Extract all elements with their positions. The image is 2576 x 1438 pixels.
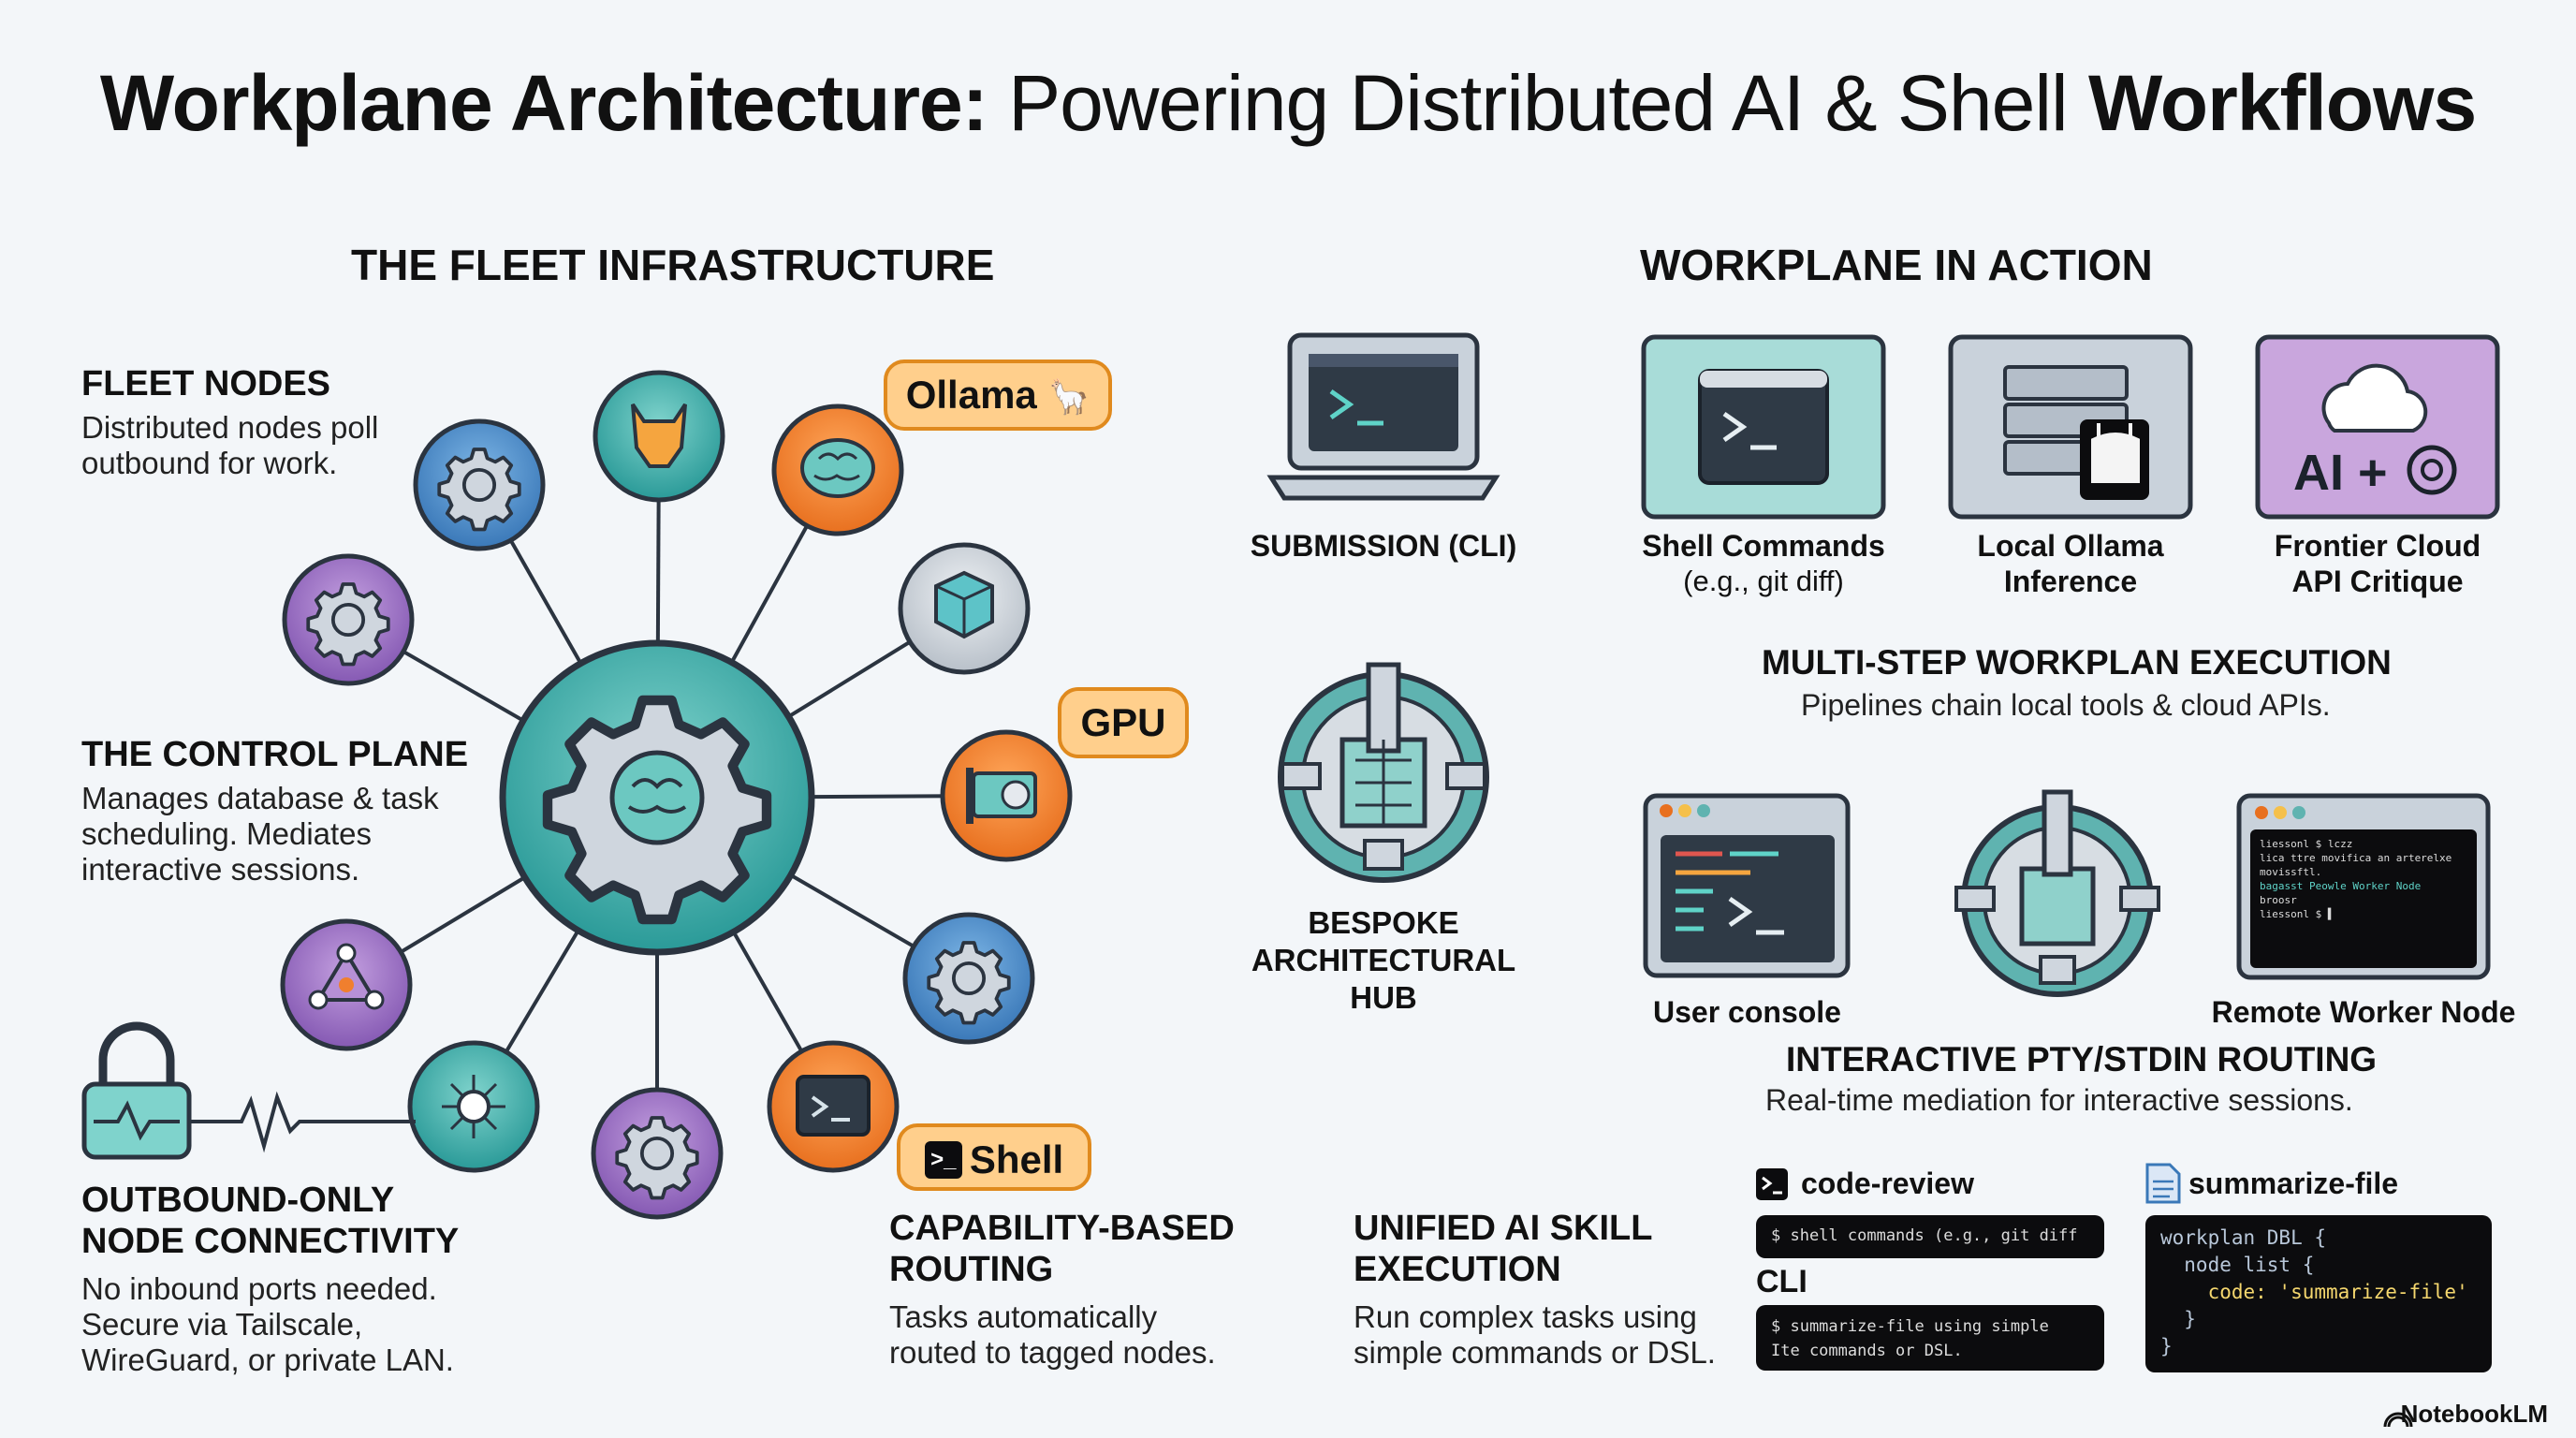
code-review-box: $ shell commands (e.g., git diff [1756,1215,2104,1258]
multistep-title: MULTI-STEP WORKPLAN EXECUTION [1762,643,2392,682]
fleet-nodes-title: FLEET NODES [81,364,331,404]
worker-terminal-text: liessonl $ lczz lica ttre movifica an art… [2260,837,2471,961]
laptop-icon [1266,332,1500,501]
submission-label: SUBMISSION (CLI) [1250,529,1517,563]
hub-label: BESPOKE ARCHITECTURAL HUB [1251,905,1516,1015]
node-network-purple [280,918,413,1051]
worker-terminal-line: lica ttre movifica an arterelxe [2260,852,2452,864]
node-shell [767,1040,900,1173]
lock-icon [81,1021,192,1160]
control-plane-title: THE CONTROL PLANE [81,735,469,774]
routing-title: CAPABILITY-BASED ROUTING [889,1209,1235,1289]
architectural-hub-icon [1278,662,1489,883]
dsl-line: } [2160,1335,2173,1357]
node-cube [898,542,1031,675]
outbound-text: No inbound ports needed. Secure via Tail… [81,1271,454,1377]
dsl-line: node list { [2160,1254,2315,1276]
worker-terminal-line: liessonl $ ▌ [2260,908,2334,920]
outbound-title: OUTBOUND-ONLY NODE CONNECTIVITY [81,1181,460,1261]
title-bold-end: Workflows [2088,59,2477,147]
card-shell-label: Shell Commands [1642,529,1885,563]
title-regular: Powering Distributed AI & Shell [1008,59,2069,147]
node-gpu [940,729,1073,862]
worker-terminal-line: movissftl. [2260,866,2322,878]
fleet-heading: THE FLEET INFRASTRUCTURE [351,241,995,289]
worker-terminal-line: bagasst Peowle Worker Node [2260,880,2422,892]
routing-hub-icon [1954,789,2160,997]
card-local-ollama [1948,334,2193,520]
unified-title: UNIFIED AI SKILL EXECUTION [1354,1209,1653,1289]
worker-label: Remote Worker Node [2211,995,2516,1029]
control-plane-hub [499,639,815,956]
dsl-line: code: 'summarize-file' [2160,1281,2468,1303]
card-shell-commands [1641,334,1886,520]
node-hub-teal [407,1040,540,1173]
control-plane-text: Manages database & task scheduling. Medi… [81,781,439,887]
node-brain-ollama [771,404,904,536]
action-heading: WORKPLANE IN ACTION [1640,241,2153,289]
node-gear-blue-bottom-right [902,912,1035,1045]
node-security-agent [593,370,725,503]
llama-icon: 🦙 [1047,377,1090,416]
console-label: User console [1653,995,1841,1029]
heartbeat-line [189,1091,416,1153]
shell-prompt-icon: >_ [924,1140,962,1179]
code-review-command: $ shell commands (e.g., git diff [1771,1226,2078,1245]
code-review-label: code-review [1801,1167,1974,1200]
remote-worker-window [2236,793,2491,980]
user-console-icon [1643,793,1851,978]
summarize-label: summarize-file [2188,1167,2399,1200]
cli-box: $ summarize-file using simple Ite comman… [1756,1305,2104,1371]
cli-label: CLI [1756,1264,1808,1299]
pty-title: INTERACTIVE PTY/STDIN ROUTING [1786,1040,2378,1078]
title-bold-start: Workplane Architecture: [99,59,988,147]
badge-shell: >_Shell [897,1123,1091,1191]
card-frontier-cloud [2255,334,2500,520]
dsl-code-box: workplan DBL { node list { code: 'summar… [2145,1215,2492,1372]
brand-mark: NotebookLM [2401,1400,2548,1429]
pty-text: Real-time mediation for interactive sess… [1765,1083,2353,1117]
terminal-icon [1756,1168,1788,1200]
document-icon [2145,1163,2181,1204]
cloud-ai-logo: AI + [2293,445,2388,501]
cli-command: $ summarize-file using simple Ite comman… [1771,1317,2049,1360]
multistep-text: Pipelines chain local tools & cloud APIs… [1801,688,2331,722]
brand-name: NotebookLM [2400,1400,2548,1428]
badge-ollama: Ollama 🦙 [884,360,1112,431]
node-gear-purple-bottom [591,1087,724,1220]
fleet-nodes-text: Distributed nodes poll outbound for work… [81,410,379,480]
badge-gpu: GPU [1058,687,1189,758]
card-shell-sub: (e.g., git diff) [1683,565,1844,597]
card-cloud-label: Frontier Cloud API Critique [2274,529,2481,598]
badge-ollama-label: Ollama [905,373,1037,417]
unified-text: Run complex tasks using simple commands … [1354,1299,1716,1370]
node-gear-blue [413,418,546,551]
notebooklm-icon [2383,1412,2413,1428]
dsl-line: } [2160,1308,2196,1330]
worker-terminal-line: broosr [2260,894,2297,906]
routing-text: Tasks automatically routed to tagged nod… [889,1299,1216,1370]
card-ollama-label: Local Ollama Inference [1977,529,2164,598]
page-title: Workplane Architecture: Powering Distrib… [0,58,2576,149]
badge-shell-label: Shell [969,1137,1064,1181]
badge-gpu-label: GPU [1080,700,1166,744]
worker-terminal-line: liessonl $ lczz [2260,838,2353,850]
node-gear-purple-top [282,553,415,686]
dsl-line: workplan DBL { [2160,1226,2327,1249]
